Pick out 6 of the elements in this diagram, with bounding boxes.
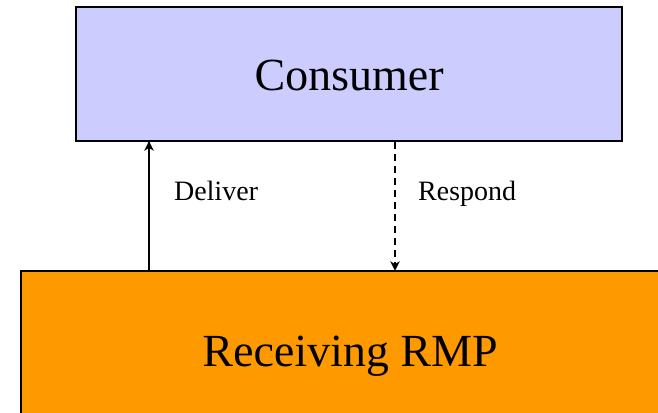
process-box — [75, 6, 623, 142]
process-box — [20, 270, 658, 413]
arrow — [390, 142, 400, 271]
node-label: Receiving RMP — [202, 324, 498, 376]
node-label: Consumer — [254, 48, 444, 100]
arrow — [144, 141, 154, 270]
